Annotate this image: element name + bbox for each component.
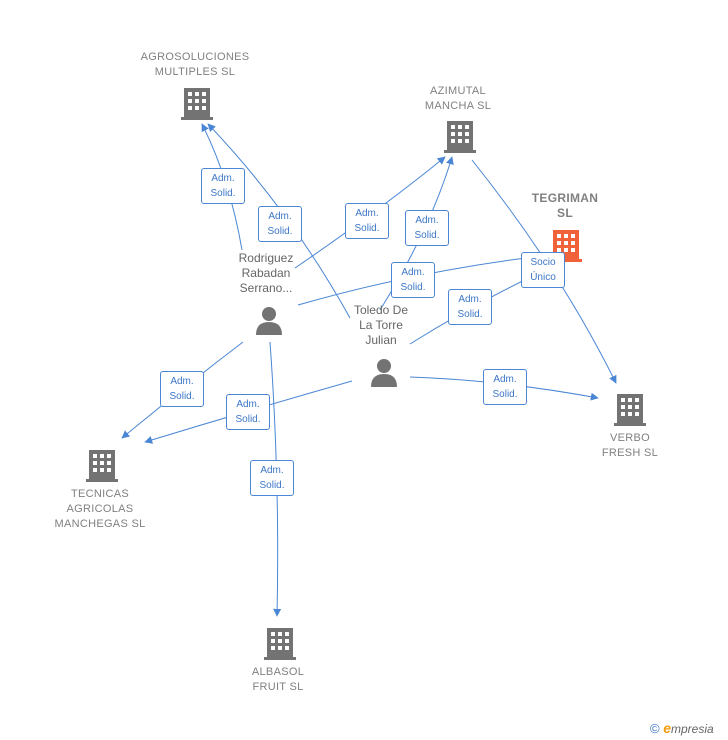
edge-label-rodriguez-albasol[interactable]: Adm. Solid. [250, 460, 294, 496]
company-label-tegriman: TEGRIMAN SL [531, 191, 599, 220]
logo-text: mpresia [671, 722, 714, 736]
edge-label-azimutal-verbo[interactable]: Socio Único [521, 252, 565, 288]
building-icon[interactable] [550, 228, 582, 262]
person-label-rodriguez: Rodriguez Rabadan Serrano... [238, 251, 294, 295]
edge-label-toledo-verbo[interactable]: Adm. Solid. [483, 369, 527, 405]
company-label-verbo: VERBO FRESH SL [601, 432, 659, 459]
building-icon[interactable] [444, 119, 476, 153]
person-icon[interactable] [369, 357, 399, 387]
person-icon[interactable] [254, 305, 284, 335]
empresia-logo[interactable]: empresia [663, 720, 714, 736]
company-label-agrosoluciones: AGROSOLUCIONES MULTIPLES SL [140, 51, 250, 78]
edge-label-toledo-tecnicas[interactable]: Adm. Solid. [226, 394, 270, 430]
company-label-albasol: ALBASOL FRUIT SL [251, 666, 305, 693]
building-icon[interactable] [181, 86, 213, 120]
edge-label-toledo-tegriman[interactable]: Adm. Solid. [448, 289, 492, 325]
building-icon[interactable] [614, 392, 646, 426]
edge-label-rodriguez-tegriman[interactable]: Adm. Solid. [391, 262, 435, 298]
building-icon[interactable] [264, 626, 296, 660]
copyright-symbol: © [650, 721, 660, 736]
edge-label-rodriguez-agro[interactable]: Adm. Solid. [201, 168, 245, 204]
company-label-tecnicas: TECNICAS AGRICOLAS MANCHEGAS SL [54, 488, 146, 530]
edge-label-toledo-azimutal[interactable]: Adm. Solid. [405, 210, 449, 246]
edge-label-toledo-agro[interactable]: Adm. Solid. [258, 206, 302, 242]
person-label-toledo: Toledo De La Torre Julian [353, 303, 409, 347]
edge-label-rodriguez-tecnicas[interactable]: Adm. Solid. [160, 371, 204, 407]
company-label-azimutal: AZIMUTAL MANCHA SL [424, 85, 492, 112]
building-icon[interactable] [86, 448, 118, 482]
edge-label-rodriguez-azimutal[interactable]: Adm. Solid. [345, 203, 389, 239]
copyright: © empresia [650, 720, 714, 736]
logo-e: e [663, 720, 672, 736]
